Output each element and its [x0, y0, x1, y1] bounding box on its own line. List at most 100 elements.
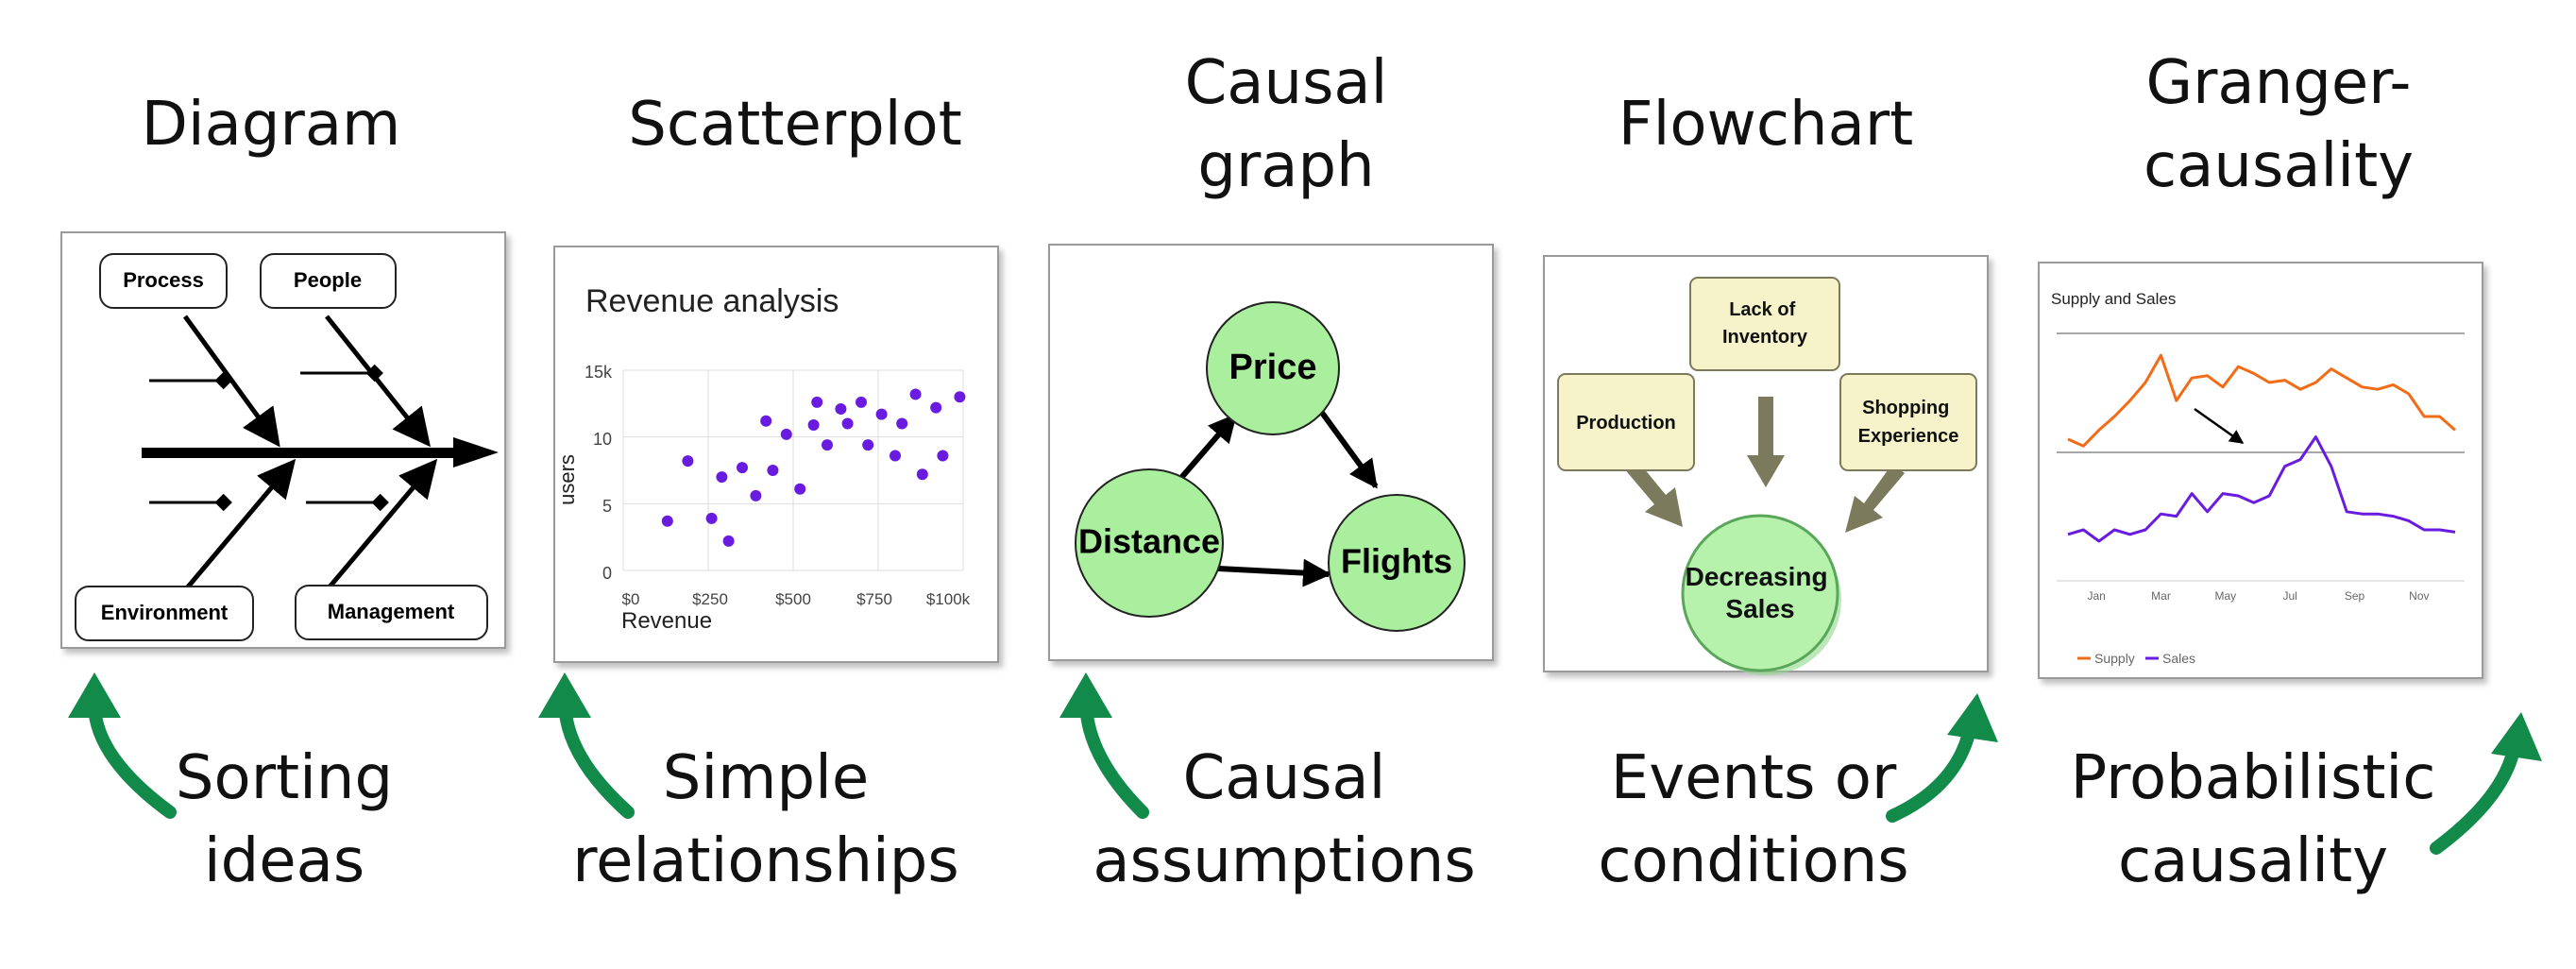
causal-graph-svg: Price Distance Flights: [1075, 301, 1466, 632]
x-tick: Jan: [2087, 589, 2105, 603]
scatter-point: [722, 535, 735, 547]
fishbone-spine: [142, 437, 499, 468]
title-flowchart: Flowchart: [1618, 90, 1914, 160]
scatter-point: [822, 439, 833, 451]
scatter-point: [937, 450, 949, 462]
scatter-point: [875, 408, 888, 420]
causal-node-flights: Flights: [1328, 494, 1466, 632]
y-tick: 5: [602, 497, 612, 516]
x-tick: $0: [622, 590, 640, 608]
scatter-grid: [622, 369, 964, 571]
scatter-point: [682, 455, 694, 468]
scatter-point: [780, 428, 792, 440]
y-tick: 15k: [585, 363, 613, 382]
x-tick: Jul: [2282, 589, 2296, 603]
scatter-points: [661, 388, 966, 547]
flowchart-box-shopping-experience: Shopping Experience: [1839, 373, 1977, 471]
series-line-sales: [2067, 435, 2456, 543]
scatter-point: [896, 417, 908, 430]
fishbone-bones: [182, 314, 438, 592]
scatter-title: Revenue analysis: [585, 283, 839, 319]
flowchart-panel: Decreasing Sales Lack of Inventory Produ…: [1543, 255, 1989, 675]
caption-sorting-ideas: Sorting ideas: [175, 743, 394, 896]
scatter-point: [811, 396, 823, 408]
flowchart-box-lack-of-inventory: Lack of Inventory: [1689, 277, 1840, 371]
flowchart-arrows: [1623, 397, 1905, 533]
title-granger-causality: Granger- causality: [2143, 48, 2415, 201]
x-tick: $500: [775, 590, 811, 608]
flowchart-center-line-2: Sales: [1725, 594, 1794, 623]
fishbone-box-process: Process: [99, 253, 228, 309]
svg-text:Environment: Environment: [101, 601, 229, 624]
title-causal-graph: Causal graph: [1184, 48, 1388, 201]
y-tick: 0: [602, 564, 612, 583]
edge-price-flights: [1312, 400, 1379, 489]
scatter-point: [760, 415, 772, 427]
y-tick: 10: [593, 430, 612, 449]
scatterplot-panel: Revenue analysis 15k 10 5 0 $0 $250 $500…: [553, 246, 999, 663]
scatter-point: [716, 471, 728, 484]
title-scatterplot: Scatterplot: [628, 90, 962, 160]
fishbone-diagram-panel: Process People Environment Management: [60, 231, 506, 649]
causal-node-distance: Distance: [1075, 468, 1224, 618]
svg-text:Price: Price: [1229, 348, 1317, 387]
svg-text:Decreasing Sales: Decreasing Sales: [1686, 562, 1836, 623]
scatter-point: [835, 402, 847, 415]
svg-text:People: People: [294, 268, 362, 292]
caption-events-or-conditions: Events or conditions: [1598, 743, 1909, 896]
flowchart-svg: Decreasing Sales Lack of Inventory Produ…: [1557, 277, 1977, 675]
scatter-point: [705, 512, 718, 524]
caption-probabilistic-causality: Probabilistic causality: [2070, 743, 2436, 896]
svg-text:Flights: Flights: [1341, 542, 1452, 581]
granger-legend: Supply Sales: [2077, 651, 2195, 666]
x-tick: $750: [856, 590, 892, 608]
scatter-point: [856, 396, 867, 408]
x-tick: Mar: [2151, 589, 2171, 603]
scatter-point: [807, 418, 820, 431]
scatter-x-ticks: $0 $250 $500 $750 $100k: [622, 590, 971, 608]
scatter-point: [930, 401, 942, 414]
flowchart-box-production: Production: [1557, 373, 1695, 471]
x-tick: $250: [692, 590, 728, 608]
causal-graph-panel: Price Distance Flights: [1048, 244, 1494, 661]
scatter-point: [794, 483, 806, 495]
svg-text:Distance: Distance: [1078, 522, 1220, 561]
scatterplot-svg: Revenue analysis 15k 10 5 0 $0 $250 $500…: [555, 283, 971, 634]
scatter-point: [767, 465, 779, 476]
x-tick: $100k: [926, 590, 971, 608]
scatter-y-label: users: [555, 454, 579, 505]
caption-causal-assumptions: Causal assumptions: [1093, 743, 1476, 896]
scatter-point: [661, 515, 673, 527]
edge-distance-flights: [1217, 558, 1331, 587]
green-arrowhead-icon: [1947, 693, 1998, 742]
flowchart-center-node: Decreasing Sales: [1681, 514, 1841, 675]
svg-text:Production: Production: [1576, 413, 1676, 434]
svg-text:Shopping Experience: Shopping Experience: [1858, 398, 1959, 447]
scatter-point: [750, 489, 762, 502]
causal-node-price: Price: [1206, 301, 1340, 435]
scatter-point: [916, 468, 928, 481]
x-tick: Nov: [2409, 589, 2429, 603]
green-arrowhead-icon: [538, 672, 591, 718]
legend-supply: Supply: [2094, 651, 2135, 666]
scatter-x-label: Revenue: [621, 608, 712, 634]
fishbone-ribs: [149, 371, 381, 504]
fishbone-box-management: Management: [295, 585, 488, 640]
svg-text:Process: Process: [123, 268, 204, 292]
fishbone-rib-diamonds: [214, 364, 389, 512]
title-diagram: Diagram: [141, 90, 401, 160]
scatter-y-ticks: 15k 10 5 0: [585, 363, 613, 583]
series-line-supply: [2067, 353, 2456, 448]
fishbone-svg: Process People Environment Management: [75, 253, 499, 641]
green-arrowhead-icon: [68, 672, 121, 718]
scatter-point: [909, 388, 922, 400]
granger-lag-arrow: [2194, 407, 2245, 445]
x-tick: May: [2214, 589, 2236, 603]
scatter-point: [737, 462, 748, 474]
fishbone-box-environment: Environment: [75, 586, 254, 641]
granger-title: Supply and Sales: [2051, 290, 2176, 308]
scatter-point: [841, 417, 854, 430]
